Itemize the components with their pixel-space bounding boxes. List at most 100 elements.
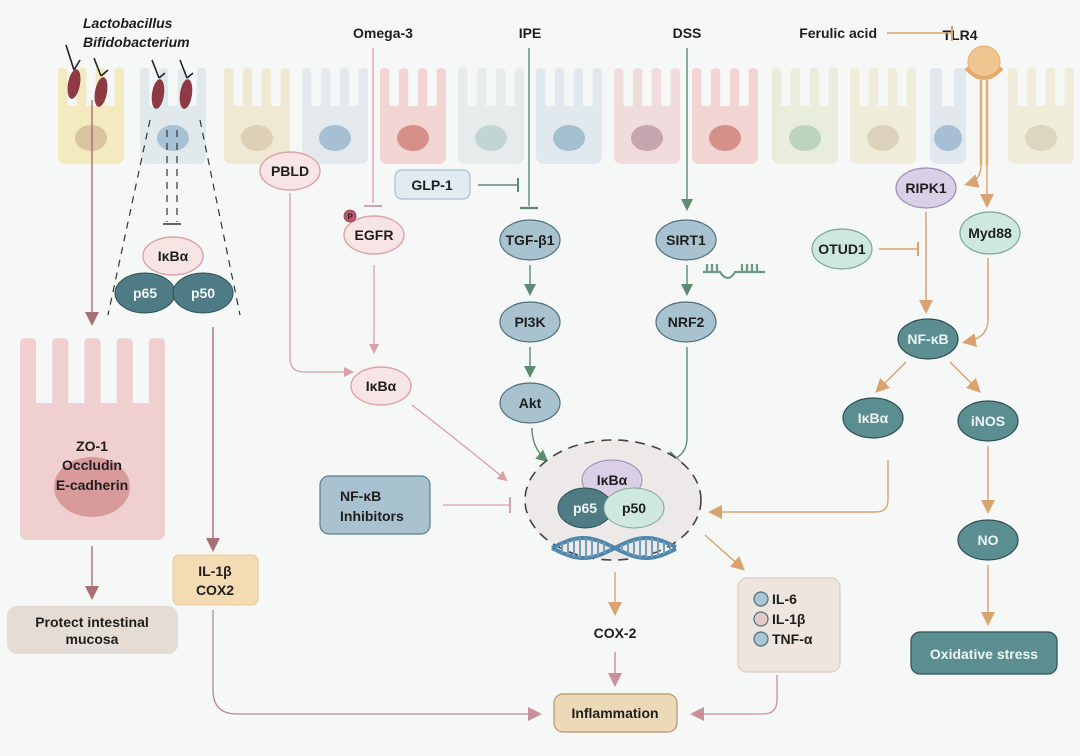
epithelial-cell-body <box>140 68 206 164</box>
bacterium-icon <box>151 59 166 109</box>
no-node <box>957 519 1019 561</box>
arrow-akt-to-complex <box>531 427 549 462</box>
epithelial-cell-body <box>58 68 124 164</box>
tlr4-label: TLR4 <box>943 27 978 43</box>
sirt1-label: SIRT1 <box>666 232 706 248</box>
epithelial-cell-nucleus <box>553 125 585 151</box>
occludin-label: Occludin <box>62 457 122 473</box>
arrow-myd88-to-nfkb <box>962 258 989 348</box>
phospho-badge-label: P <box>347 213 353 222</box>
tgfb1-label: TGF-β1 <box>506 232 555 248</box>
epithelial-cell-nucleus <box>709 125 741 151</box>
bacteria-label-bifidobacterium: Bifidobacterium <box>83 34 190 50</box>
p50-label-complex: p50 <box>622 500 646 516</box>
ikba-label-complex: IκBα <box>597 472 628 488</box>
protect-mucosa-box <box>7 606 178 654</box>
akt-node <box>499 382 561 424</box>
enterocyte-large-icon <box>20 338 165 540</box>
bacteria-label-lactobacillus: Lactobacillus <box>83 15 173 31</box>
ikba-label-left: IκBα <box>158 248 189 264</box>
nrf2-label: NRF2 <box>668 314 705 330</box>
rna-strand-icon <box>703 264 765 280</box>
epithelial-cell <box>58 68 124 164</box>
no-label: NO <box>978 532 999 548</box>
p50-label-left: p50 <box>191 285 215 301</box>
epithelial-cell-body <box>850 68 916 164</box>
il1b-label-left: IL-1β <box>198 563 232 579</box>
ipe-label: IPE <box>519 25 542 41</box>
p50-node-complex <box>603 487 665 529</box>
bacterium-icon <box>93 57 109 107</box>
bacteria-group <box>65 44 194 109</box>
epithelial-cell <box>850 68 916 164</box>
dna-strand-b <box>551 536 677 560</box>
inflammation-box <box>553 693 678 733</box>
cytokine-dot-icon <box>753 611 769 627</box>
epithelial-cell <box>536 68 602 164</box>
epithelial-cell-body <box>458 68 524 164</box>
cytokine-label: IL-1β <box>772 611 806 627</box>
bacterium-icon <box>179 59 194 109</box>
pi3k-label: PI3K <box>514 314 545 330</box>
inos-label: iNOS <box>971 413 1005 429</box>
epithelial-cell <box>772 68 838 164</box>
nfkb-node-right <box>897 318 959 360</box>
il1b-cox2-box <box>172 554 259 606</box>
protect-mucosa-label-1: Protect intestinal <box>35 614 149 630</box>
epithelial-cell-nucleus <box>319 125 351 151</box>
epithelial-cell-nucleus <box>157 125 189 151</box>
sirt1-node <box>655 219 717 261</box>
pi3k-node <box>499 301 561 343</box>
arrow-nfkb-to-inos <box>949 361 981 393</box>
otud1-node <box>811 228 873 270</box>
phospho-badge <box>343 209 357 223</box>
ikba-node-left <box>142 236 204 276</box>
oxidative-stress-box <box>910 631 1058 675</box>
inflammation-label: Inflammation <box>571 705 658 721</box>
arrow-nfkb-to-ikba <box>875 361 907 393</box>
epithelial-cell-row <box>58 68 1074 164</box>
epithelial-cell-body <box>380 68 446 164</box>
epithelial-cell-body <box>614 68 680 164</box>
epithelial-cell <box>458 68 524 164</box>
ikba-node-right <box>842 397 904 439</box>
nfkb-inhibitors-label-2: Inhibitors <box>340 508 404 524</box>
epithelial-cell <box>140 68 206 164</box>
arrow-cytokines-to-inflammation <box>690 675 778 721</box>
nrf2-inhibit-line <box>675 347 688 459</box>
nfkb-label-right: NF-κB <box>907 331 948 347</box>
epithelial-cell <box>692 68 758 164</box>
p65-label-left: p65 <box>133 285 157 301</box>
myd88-label: Myd88 <box>968 225 1012 241</box>
ikba-label-middle: IκBα <box>366 378 397 394</box>
epithelial-cell <box>302 68 368 164</box>
arrow-pbld-to-ikba <box>289 193 354 377</box>
bacterium-icon <box>65 44 81 99</box>
epithelial-cell-nucleus <box>1025 125 1057 151</box>
epithelial-cell-nucleus <box>397 125 429 151</box>
cox2-label-left: COX2 <box>196 582 234 598</box>
tgfb1-node <box>499 219 561 261</box>
cox2-label: COX-2 <box>594 625 637 641</box>
omega3-label: Omega-3 <box>353 25 413 41</box>
arrow-ikba-to-complex <box>411 404 508 482</box>
cytokine-label: IL-6 <box>772 591 797 607</box>
glp1-label: GLP-1 <box>411 177 452 193</box>
epithelial-cell-body <box>224 68 290 164</box>
epithelial-cell <box>930 68 966 164</box>
ripk1-label: RIPK1 <box>905 180 946 196</box>
egfr-label: EGFR <box>355 227 394 243</box>
epithelial-cell-body <box>1008 68 1074 164</box>
nfkb-inhibitors-box <box>319 475 431 535</box>
epithelial-cell <box>1008 68 1074 164</box>
pbld-label: PBLD <box>271 163 309 179</box>
epithelial-cell-nucleus <box>867 125 899 151</box>
arrow-il1b-to-inflammation <box>212 610 542 721</box>
epithelial-cell-body <box>302 68 368 164</box>
nrf2-node <box>655 301 717 343</box>
epithelial-cell <box>614 68 680 164</box>
akt-label: Akt <box>519 395 542 411</box>
epithelial-cell-nucleus <box>789 125 821 151</box>
